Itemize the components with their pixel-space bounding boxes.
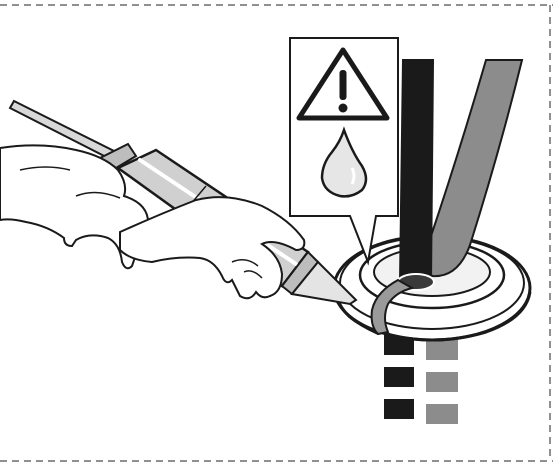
warning-panel [289, 37, 399, 266]
dashed-frame [0, 4, 553, 462]
sealing-band [370, 278, 415, 336]
front-hand [119, 196, 306, 300]
liquid-drop-icon [320, 126, 368, 198]
rear-hand [0, 144, 150, 270]
cable-tails [384, 335, 458, 424]
warning-triangle-icon [296, 47, 390, 121]
black-cable [398, 59, 435, 287]
